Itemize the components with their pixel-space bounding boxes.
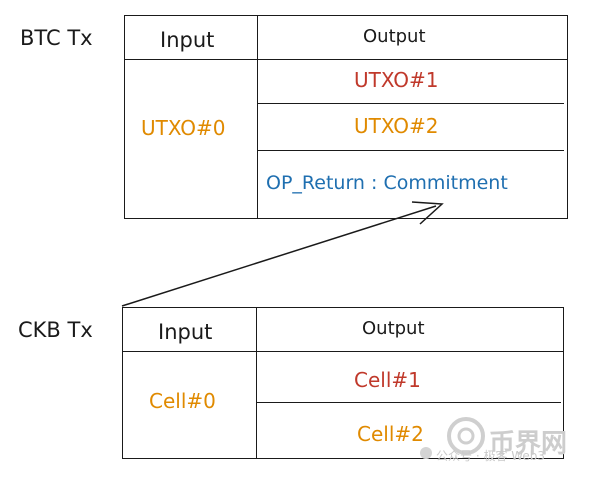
ckb-output-header: Output bbox=[362, 318, 425, 339]
ckb-column-divider bbox=[256, 307, 257, 459]
watermark-logo-text: 币界网 bbox=[489, 429, 568, 459]
ckb-input-cell0: Cell#0 bbox=[149, 389, 216, 413]
ckb-input-header: Input bbox=[158, 320, 213, 344]
watermark-source-text: 公众号 · 极客 Web3 bbox=[436, 449, 546, 463]
ckb-header-divider bbox=[122, 351, 564, 352]
ckb-output-divider bbox=[257, 402, 561, 403]
commitment-link-line bbox=[121, 205, 437, 307]
ckb-tx-label: CKB Tx bbox=[18, 318, 93, 342]
ckb-tx-table bbox=[122, 307, 564, 459]
btc-tx-table bbox=[124, 15, 568, 219]
btc-output-utxo2: UTXO#2 bbox=[354, 114, 439, 138]
btc-header-divider bbox=[124, 59, 568, 60]
btc-input-header: Input bbox=[160, 28, 215, 52]
btc-column-divider bbox=[257, 15, 258, 219]
btc-output-utxo1: UTXO#1 bbox=[354, 68, 439, 92]
btc-output-divider-2 bbox=[258, 150, 564, 151]
ckb-output-cell1: Cell#1 bbox=[354, 368, 421, 392]
btc-output-divider-1 bbox=[258, 103, 564, 104]
btc-output-header: Output bbox=[363, 26, 426, 47]
ckb-output-cell2: Cell#2 bbox=[357, 422, 424, 446]
btc-input-utxo0: UTXO#0 bbox=[141, 116, 226, 140]
btc-output-op-return: OP_Return : Commitment bbox=[266, 172, 508, 194]
commitment-arrowhead bbox=[411, 201, 444, 225]
btc-tx-label: BTC Tx bbox=[20, 26, 93, 50]
